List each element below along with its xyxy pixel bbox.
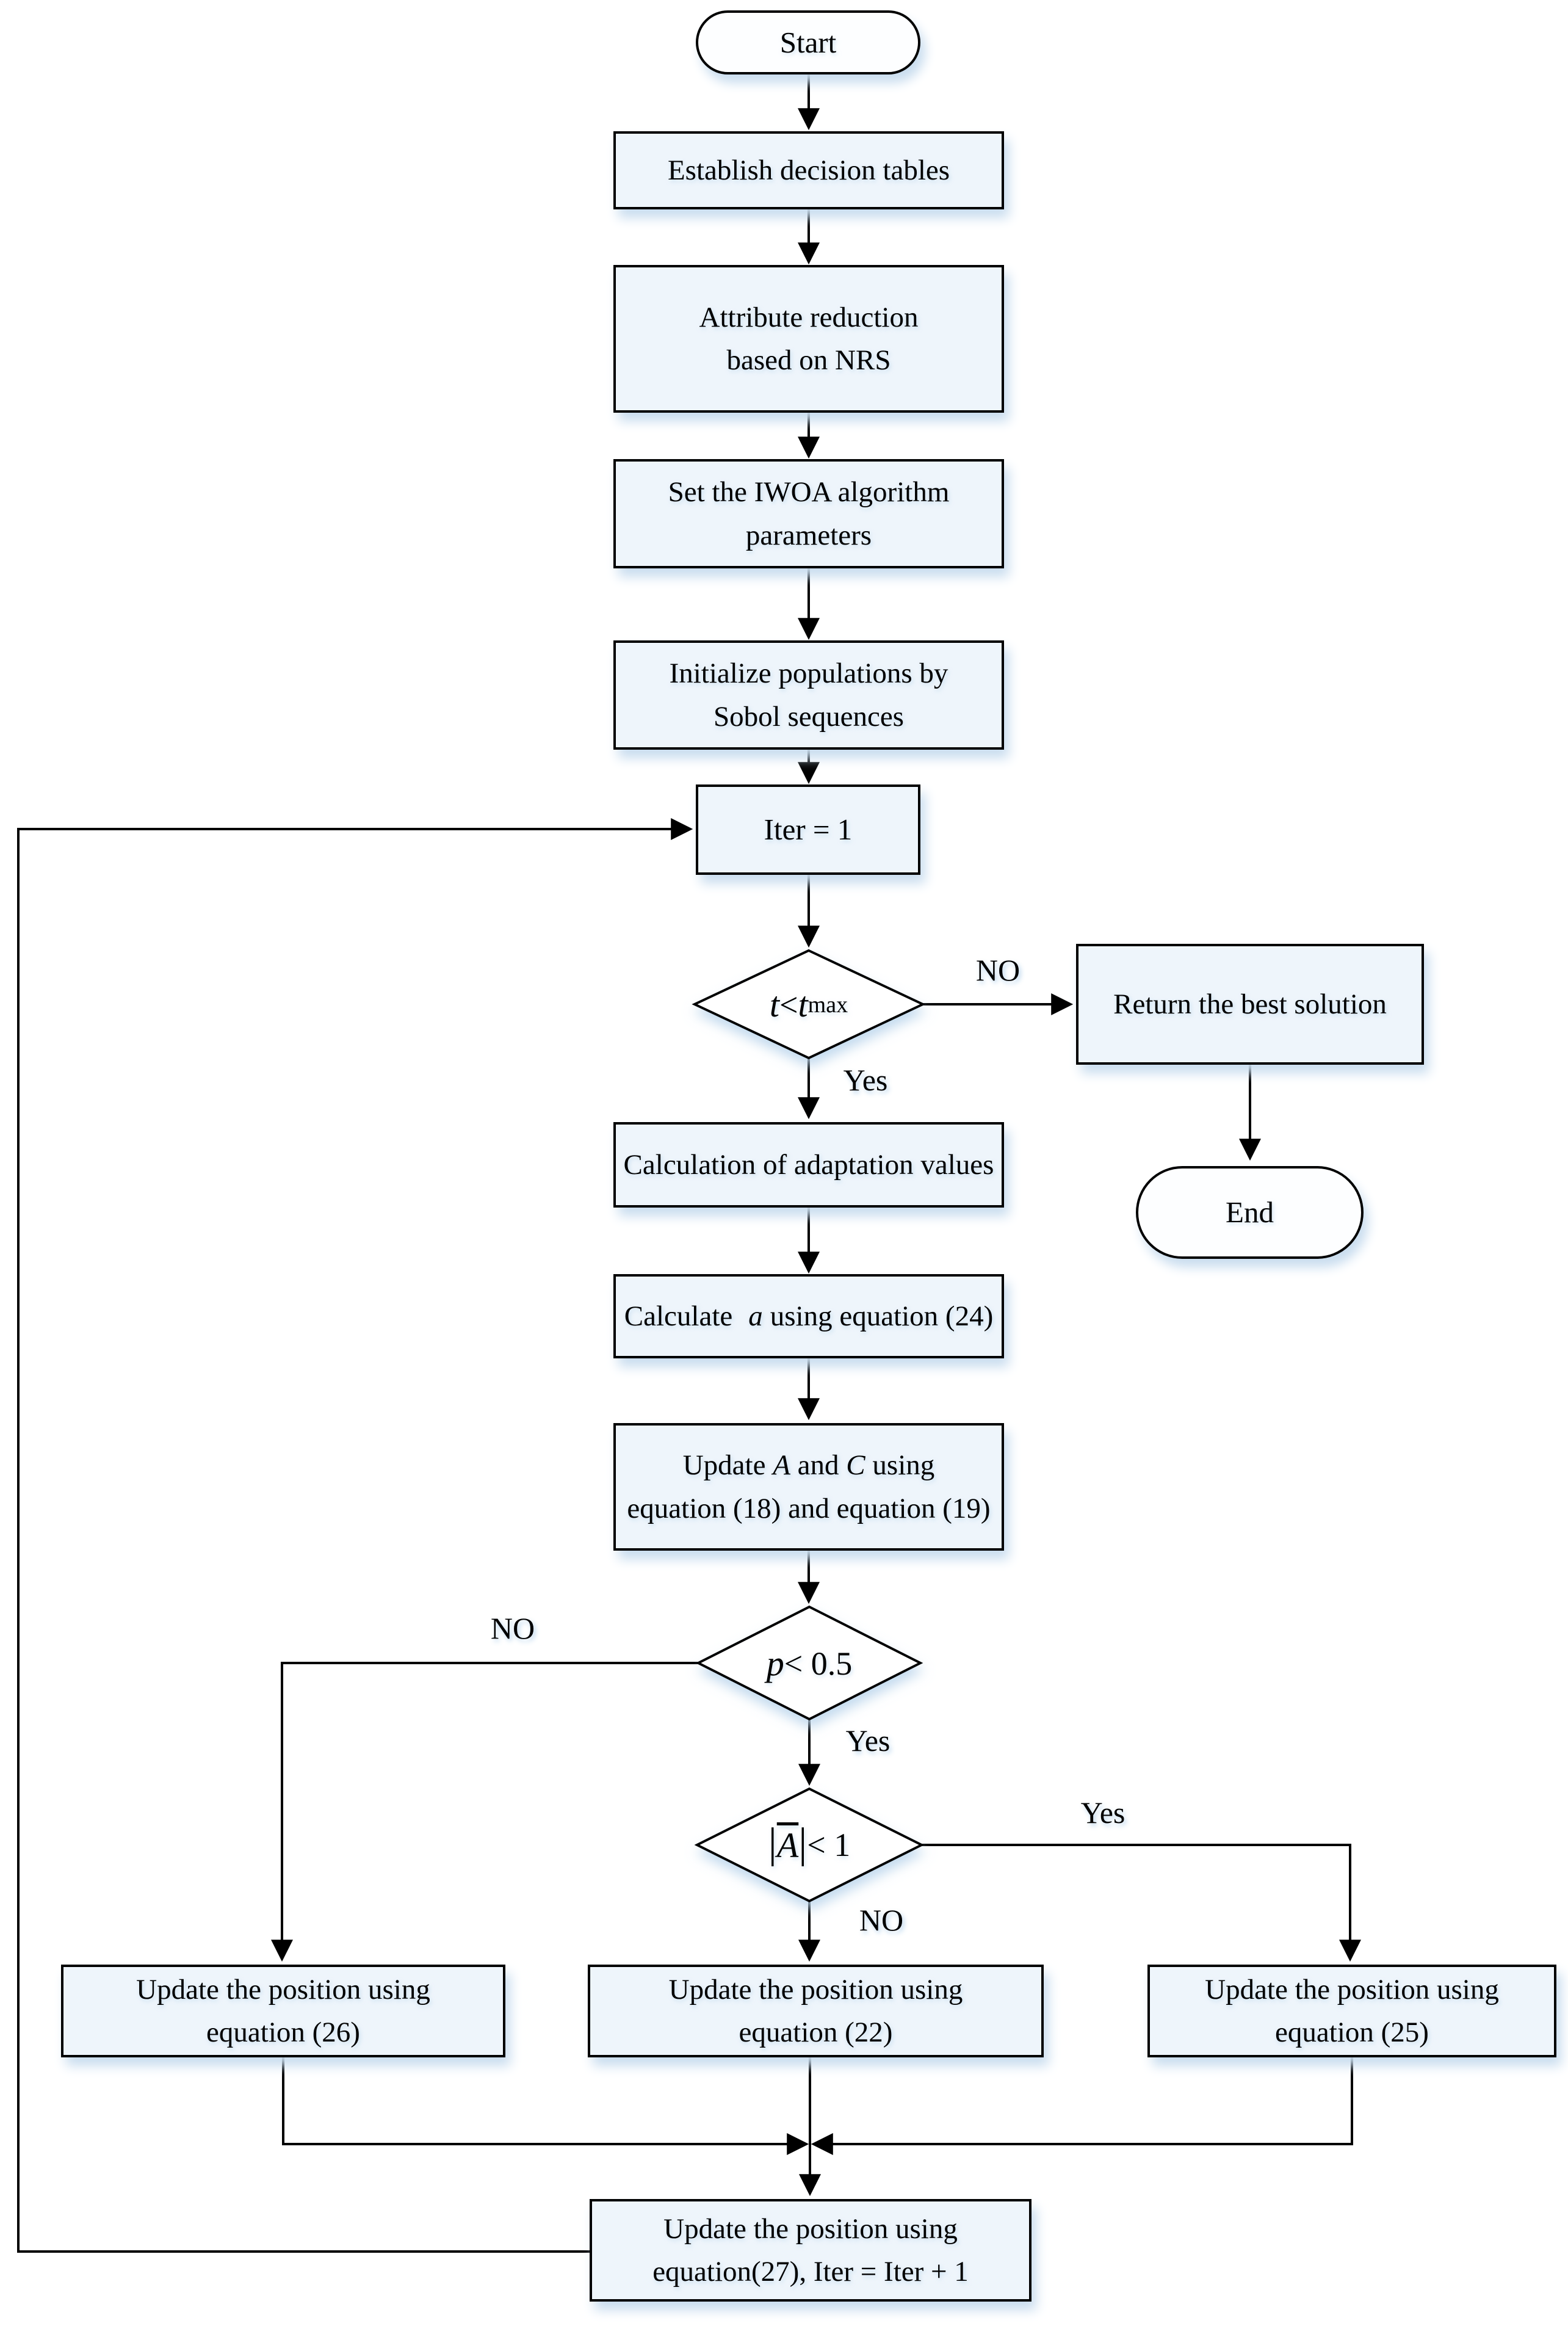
- decision-abs-a-less-1-label: |A| < 1: [768, 1820, 851, 1867]
- process-update-position-eq22: Update the position using equation (22): [588, 1965, 1044, 2057]
- edge-label-no-tmax: NO: [975, 953, 1021, 987]
- edge-label-yes-tmax: Yes: [843, 1063, 888, 1097]
- loop-final-to-iter: [17, 818, 693, 2253]
- end-label: End: [1226, 1195, 1274, 1230]
- process-update-position-eq25: Update the position using equation (25): [1147, 1965, 1556, 2057]
- process-establish-decision-tables: Establish decision tables: [613, 131, 1004, 209]
- decision-t-less-tmax-shape: [692, 949, 926, 1060]
- process-calculation-adaptation-values: Calculation of adaptation values: [613, 1122, 1004, 1208]
- process-set-iwoa-parameters: Set the IWOA algorithm parameters: [613, 459, 1004, 568]
- process-attribute-reduction: Attribute reduction based on NRS: [613, 265, 1004, 413]
- process-return-best-solution: Return the best solution: [1076, 944, 1424, 1065]
- process-update-a-and-c: Update A and C using equation (18) and e…: [613, 1423, 1004, 1551]
- start-terminator: Start: [696, 10, 920, 74]
- edge-label-no-abs-a: NO: [859, 1903, 904, 1937]
- arrow-a-yes-to-update25: [922, 1844, 1361, 1962]
- process-update-position-eq26: Update the position using equation (26): [61, 1965, 505, 2057]
- edge-label-yes-p: Yes: [845, 1723, 891, 1758]
- decision-abs-a-less-1-shape: [694, 1787, 925, 1903]
- arrow-p-no-to-update26: [271, 1662, 698, 1962]
- decision-p-less-05-label: p < 0.5: [766, 1643, 853, 1683]
- process-initialize-populations: Initialize populations by Sobol sequence…: [613, 640, 1004, 750]
- process-update-position-eq27-iter-increment: Update the position using equation(27), …: [590, 2199, 1031, 2302]
- connector-update25-to-merge: [811, 2057, 1353, 2155]
- decision-p-less-05-shape: [695, 1605, 923, 1721]
- edge-label-no-p: NO: [490, 1611, 535, 1645]
- process-iter-equals-1: Iter = 1: [696, 784, 920, 875]
- edge-label-yes-abs-a: Yes: [1080, 1795, 1125, 1830]
- start-label: Start: [779, 25, 837, 59]
- end-terminator: End: [1136, 1166, 1364, 1259]
- connector-update26-to-merge: [282, 2057, 809, 2155]
